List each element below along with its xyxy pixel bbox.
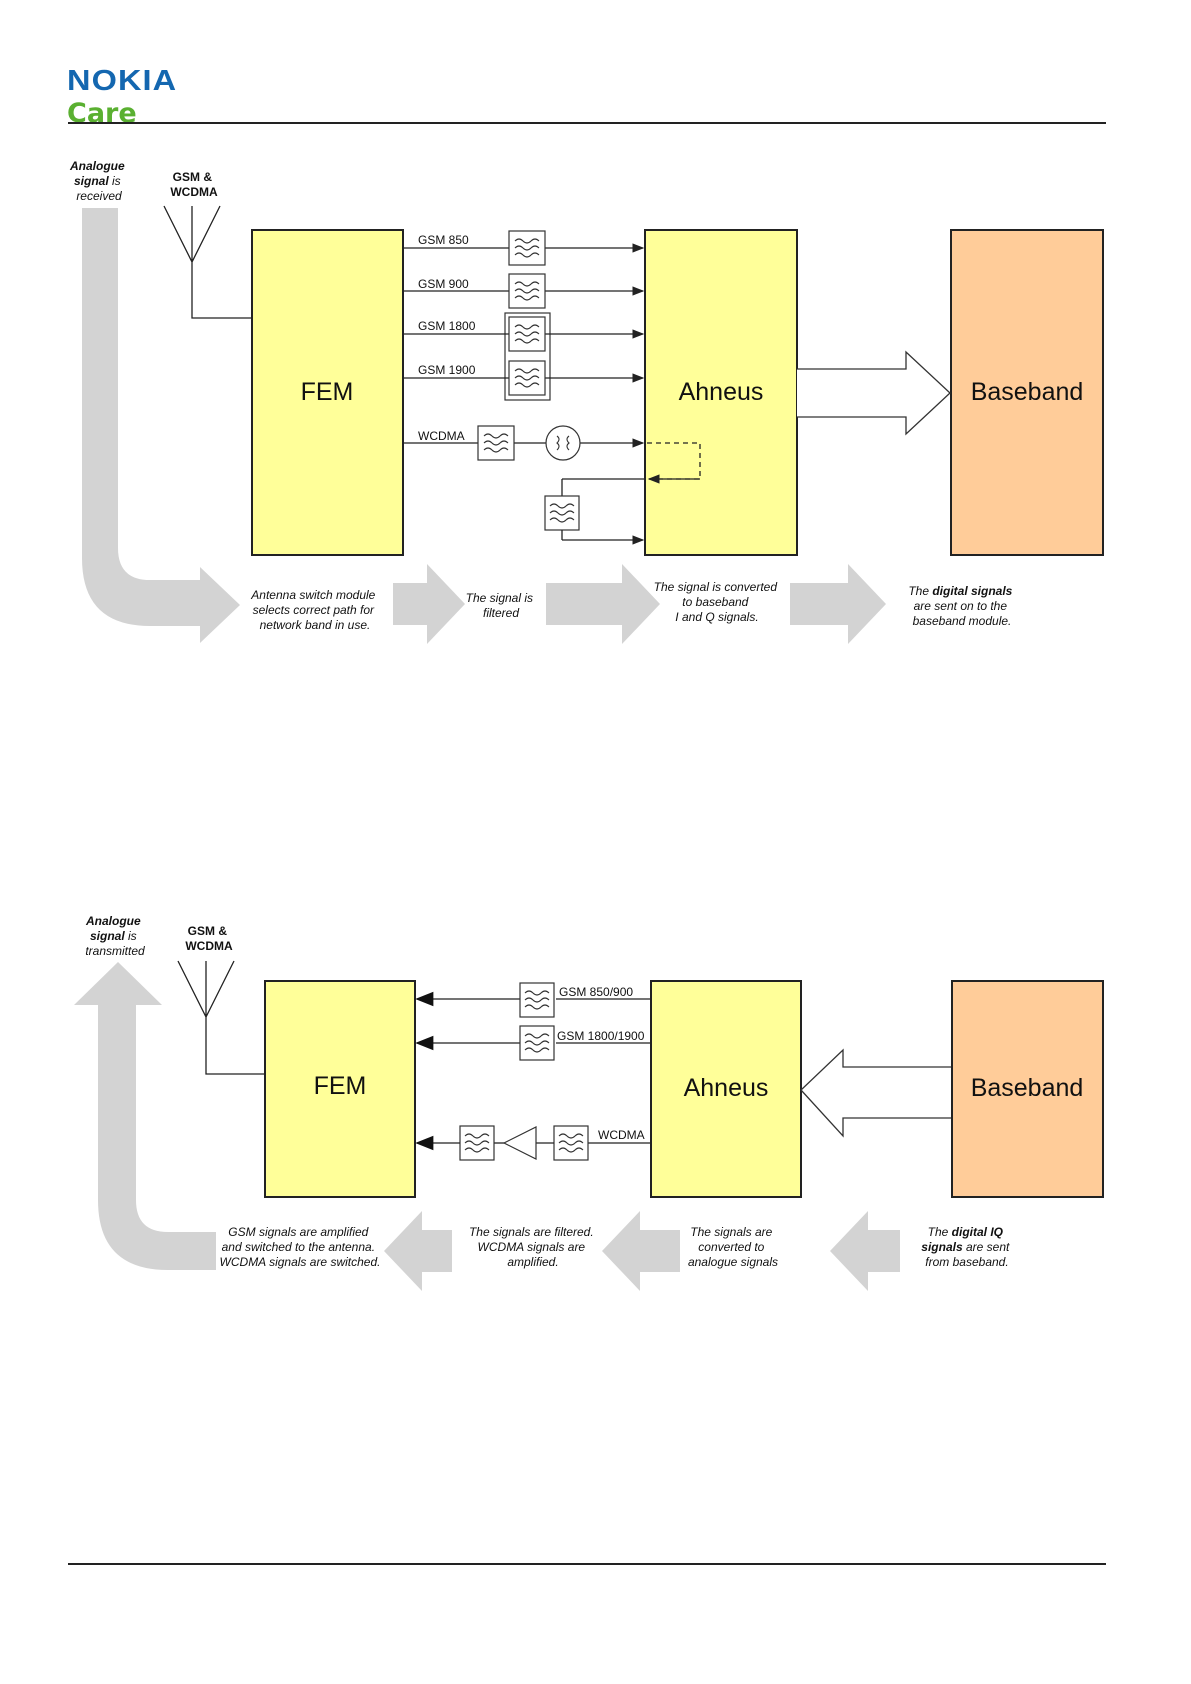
- gsm850-path: GSM 850: [403, 230, 645, 266]
- caption-amplify: GSM signals are amplified and switched t…: [220, 1225, 381, 1269]
- ahneus-label: Ahneus: [684, 1074, 769, 1102]
- fem-label: FEM: [314, 1072, 367, 1100]
- band-label: GSM 1900: [418, 363, 476, 377]
- ahneus-block: [650, 980, 802, 1198]
- iq-output-arrow: [797, 350, 951, 436]
- balun-icon: [545, 425, 581, 461]
- fem-block: [251, 229, 404, 556]
- flow-arrow-4: [790, 564, 886, 644]
- fem-label: FEM: [301, 378, 354, 406]
- caption-convert: The signals are converted to analogue si…: [688, 1225, 778, 1269]
- header-rule: [68, 122, 1106, 124]
- fem-block: [264, 980, 416, 1198]
- filter-icon: [508, 316, 546, 352]
- baseband-block: [950, 229, 1104, 556]
- receive-diagram: Analogue signal is received GSM & WCDMA …: [69, 159, 1104, 644]
- wcdma-tx-path: WCDMA: [415, 1125, 651, 1161]
- baseband-block: [951, 980, 1104, 1198]
- band-label: WCDMA: [418, 429, 465, 443]
- caption-digital: The digital IQ signals are sent from bas…: [921, 1225, 1012, 1269]
- band-label: GSM 850: [418, 233, 469, 247]
- ahneus-label: Ahneus: [679, 378, 764, 406]
- gsm1800-1900-path: GSM 1800/1900: [415, 1025, 651, 1061]
- flow-arrow-curved: [82, 208, 240, 643]
- antenna-icon: [177, 960, 265, 1075]
- filter-icon: [508, 360, 546, 396]
- filter-icon: [508, 273, 546, 309]
- filter-icon: [477, 425, 515, 461]
- footer-rule: [68, 1563, 1106, 1565]
- band-label: GSM 1800: [418, 319, 476, 333]
- gsm1800-path: GSM 1800: [403, 316, 645, 352]
- transmit-source-note: Analogue signal is transmitted: [85, 914, 145, 958]
- flow-arrow-curved: [74, 962, 216, 1270]
- receive-antenna-label: GSM & WCDMA: [170, 170, 218, 199]
- caption-filter: The signal is filtered: [466, 591, 537, 620]
- caption-switch: Antenna switch module selects correct pa…: [250, 588, 378, 632]
- ahneus-block: [644, 229, 798, 556]
- gsm900-path: GSM 900: [403, 273, 645, 309]
- wcdma-path: WCDMA: [403, 425, 701, 545]
- band-label: WCDMA: [598, 1128, 645, 1142]
- caption-filter: The signals are filtered. WCDMA signals …: [469, 1225, 597, 1269]
- flow-arrow-left-3: [830, 1211, 900, 1291]
- transmit-antenna-label: GSM & WCDMA: [185, 924, 233, 953]
- caption-digital: The digital signals are sent on to the b…: [908, 584, 1015, 628]
- nokia-care-logo: NOKIA Care: [67, 67, 176, 128]
- flow-arrow-2: [393, 564, 465, 644]
- caption-convert: The signal is converted to baseband I an…: [654, 580, 781, 624]
- antenna-icon: [163, 205, 252, 319]
- baseband-label: Baseband: [971, 1074, 1084, 1102]
- gsm850-900-path: GSM 850/900: [415, 982, 651, 1018]
- band-label: GSM 900: [418, 277, 469, 291]
- filter-icon: [508, 230, 546, 266]
- receive-source-note: Analogue signal is received: [69, 159, 128, 203]
- amplifier-icon: [502, 1126, 537, 1160]
- logo-wordmark: NOKIA: [67, 65, 178, 97]
- gsm1900-path: GSM 1900: [403, 360, 645, 396]
- baseband-label: Baseband: [971, 378, 1084, 406]
- transmit-diagram: Analogue signal is transmitted GSM & WCD…: [74, 914, 1104, 1291]
- flow-arrow-left-1: [384, 1211, 452, 1291]
- iq-input-arrow: [800, 1048, 951, 1138]
- band-label: GSM 1800/1900: [557, 1029, 645, 1043]
- flow-arrow-left-2: [602, 1211, 680, 1291]
- band-label: GSM 850/900: [559, 985, 633, 999]
- flow-arrow-3: [546, 564, 660, 644]
